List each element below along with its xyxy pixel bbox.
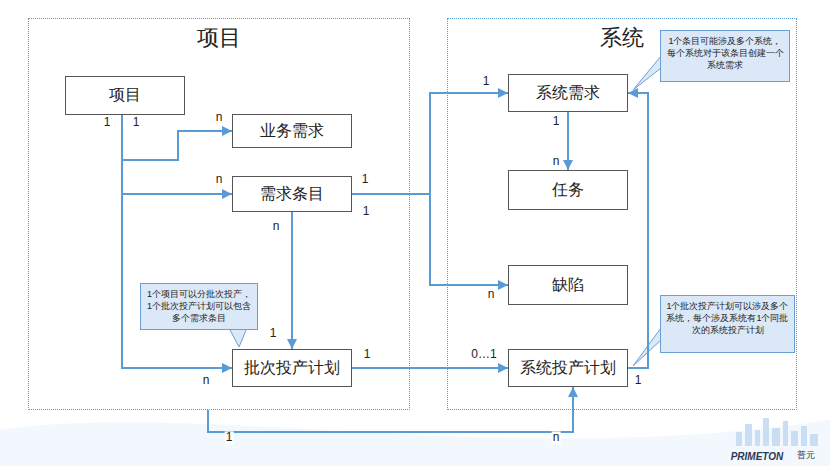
skyline-illustration bbox=[736, 418, 818, 446]
box-label: 系统需求 bbox=[536, 83, 600, 104]
skyline-building bbox=[801, 426, 807, 446]
multiplicity-label: n bbox=[202, 374, 211, 387]
skyline-building bbox=[763, 418, 769, 446]
multiplicity-label: 1 bbox=[225, 431, 234, 444]
box-label: 缺陷 bbox=[552, 275, 584, 296]
multiplicity-label: n bbox=[215, 173, 224, 186]
group-region: 项目项目业务需求需求条目1个项目可以分批次投产，1个批次投产计划可以包含多个需求… bbox=[28, 18, 410, 410]
skyline-building bbox=[791, 431, 798, 446]
relation-connector bbox=[567, 112, 569, 170]
multiplicity-label: n bbox=[272, 220, 281, 233]
watermark-text: PRIMETON bbox=[730, 451, 785, 462]
multiplicity-label: 1 bbox=[634, 374, 643, 387]
multiplicity-label: 1 bbox=[269, 327, 278, 340]
entity-box: 业务需求 bbox=[232, 114, 352, 148]
note-callout: 1个项目可以分批次投产，1个批次投产计划可以包含多个需求条目 bbox=[140, 283, 258, 330]
relation-connector bbox=[352, 194, 508, 285]
watermark-text: 普元 bbox=[796, 451, 816, 461]
multiplicity-label: 1 bbox=[361, 173, 370, 186]
region-title: 项目 bbox=[29, 23, 409, 53]
callout-tail bbox=[633, 56, 661, 90]
background-swoosh bbox=[0, 420, 830, 466]
entity-box: 缺陷 bbox=[508, 265, 628, 305]
skyline-building bbox=[810, 434, 818, 446]
entity-box: 系统投产计划 bbox=[508, 349, 628, 387]
box-label: 批次投产计划 bbox=[244, 358, 340, 379]
box-label: 需求条目 bbox=[260, 184, 324, 205]
entity-box: 任务 bbox=[508, 170, 628, 210]
callout-tail bbox=[229, 328, 247, 347]
relation-connector bbox=[628, 93, 648, 368]
box-label: 任务 bbox=[552, 180, 584, 201]
callout-tails bbox=[229, 56, 661, 366]
group-region: 系统1个条目可能涉及多个系统，每个系统对于该条目创建一个系统需求系统需求任务缺陷… bbox=[447, 18, 797, 410]
box-label: 系统投产计划 bbox=[520, 358, 616, 379]
box-label: 业务需求 bbox=[260, 121, 324, 142]
note-callout: 1个批次投产计划可以涉及多个系统，每个涉及系统有1个同批次的系统投产计划 bbox=[660, 295, 795, 353]
multiplicity-label: 1 bbox=[552, 115, 561, 128]
multiplicity-label: 1 bbox=[362, 205, 371, 218]
callout-text: 1个批次投产计划可以涉及多个系统，每个涉及系统有1个同批次的系统投产计划 bbox=[666, 300, 789, 336]
multiplicity-label: n bbox=[552, 431, 561, 444]
relation-connector bbox=[122, 115, 232, 194]
skyline-building bbox=[736, 432, 742, 446]
skyline-building bbox=[745, 424, 752, 446]
entity-box: 项目 bbox=[65, 76, 185, 115]
skyline-building bbox=[783, 421, 788, 446]
entity-box: 批次投产计划 bbox=[232, 349, 352, 387]
relation-connector bbox=[122, 115, 232, 368]
box-label: 项目 bbox=[109, 85, 141, 106]
relation-connector bbox=[352, 367, 508, 369]
skyline-building bbox=[772, 428, 780, 446]
entity-box: 系统需求 bbox=[508, 74, 628, 112]
multiplicity-label: n bbox=[487, 288, 496, 301]
multiplicity-label: 1 bbox=[132, 116, 141, 129]
relation-connector bbox=[352, 93, 508, 194]
multiplicity-label: 1 bbox=[363, 348, 372, 361]
skyline-building bbox=[755, 430, 760, 446]
callout-text: 1个项目可以分批次投产，1个批次投产计划可以包含多个需求条目 bbox=[146, 288, 252, 324]
multiplicity-label: 0…1 bbox=[470, 348, 497, 361]
note-callout: 1个条目可能涉及多个系统，每个系统对于该条目创建一个系统需求 bbox=[660, 30, 790, 82]
callout-text: 1个条目可能涉及多个系统，每个系统对于该条目创建一个系统需求 bbox=[666, 35, 784, 71]
relation-connector bbox=[291, 212, 293, 349]
multiplicity-label: 1 bbox=[482, 75, 491, 88]
entity-box: 需求条目 bbox=[232, 176, 352, 212]
multiplicity-label: 1 bbox=[103, 116, 112, 129]
multiplicity-label: n bbox=[552, 155, 561, 168]
multiplicity-label: n bbox=[215, 111, 224, 124]
